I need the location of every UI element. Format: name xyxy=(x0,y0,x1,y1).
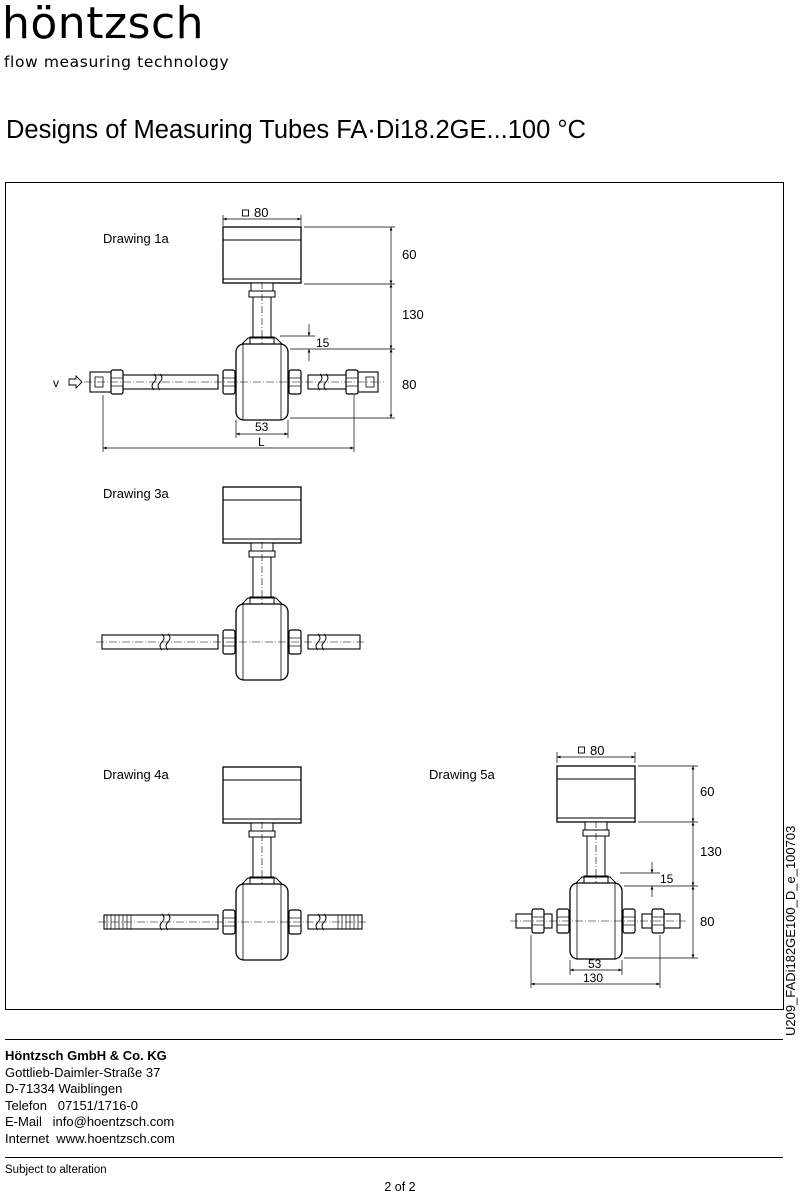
address-email[interactable]: E-Mail info@hoentzsch.com xyxy=(5,1114,175,1129)
d5a-dim-length: 130 xyxy=(583,971,603,985)
drawing-1a-label: Drawing 1a xyxy=(103,231,170,246)
d1a-dim-offset: 15 xyxy=(316,336,330,350)
drawing-4a-label: Drawing 4a xyxy=(103,767,170,782)
square-symbol-icon xyxy=(578,746,585,754)
address-phone: Telefon 07151/1716-0 xyxy=(5,1097,138,1113)
drawing-1a-dimensions xyxy=(102,215,395,452)
d5a-dim-head: 60 xyxy=(700,784,714,799)
logo-tagline: flow measuring technology xyxy=(4,53,230,71)
d5a-dim-stem: 130 xyxy=(700,844,722,859)
drawing-5a xyxy=(510,765,686,960)
subject-to-alteration: Subject to alteration xyxy=(5,1164,107,1176)
company-address: Höntzsch GmbH & Co. KG Gottlieb-Daimler-… xyxy=(5,1048,175,1147)
d1a-dim-head: 60 xyxy=(402,247,416,262)
document-id: U209_FADi182GE100_D_e_100703 xyxy=(783,825,798,1036)
d5a-dim-width: 80 xyxy=(590,743,604,758)
page-number: 2 of 2 xyxy=(384,1180,416,1194)
drawing-3a-label: Drawing 3a xyxy=(103,486,170,501)
company-name: Höntzsch GmbH & Co. KG xyxy=(5,1048,167,1063)
d5a-dim-offset: 15 xyxy=(660,872,674,886)
page-title: Designs of Measuring Tubes FA·Di18.2GE..… xyxy=(6,116,586,144)
company-logo: höntzsch xyxy=(2,0,205,49)
address-street: Gottlieb-Daimler-Straße 37 xyxy=(5,1064,161,1080)
d1a-dim-body: 80 xyxy=(402,377,416,392)
drawing-3a xyxy=(96,486,366,681)
square-symbol-icon xyxy=(242,209,249,217)
d1a-dim-body-width: 53 xyxy=(255,420,269,434)
flow-velocity-symbol: v xyxy=(53,376,59,390)
drawing-5a-label: Drawing 5a xyxy=(429,767,496,782)
address-city: D-71334 Waiblingen xyxy=(5,1081,123,1096)
drawing-1a xyxy=(68,226,384,421)
drawing-4a xyxy=(98,766,368,961)
drawing-5a-dimensions xyxy=(530,752,698,988)
address-internet[interactable]: Internet www.hoentzsch.com xyxy=(5,1130,175,1146)
bottom-divider xyxy=(5,1157,783,1158)
footer-divider xyxy=(5,1039,783,1040)
d1a-dim-stem: 130 xyxy=(402,307,424,322)
d1a-dim-length: L xyxy=(258,435,265,449)
d5a-dim-body: 80 xyxy=(700,914,714,929)
d1a-dim-width: 80 xyxy=(254,205,268,220)
drawings-frame xyxy=(5,182,784,1010)
d5a-dim-body-width: 53 xyxy=(588,957,602,971)
